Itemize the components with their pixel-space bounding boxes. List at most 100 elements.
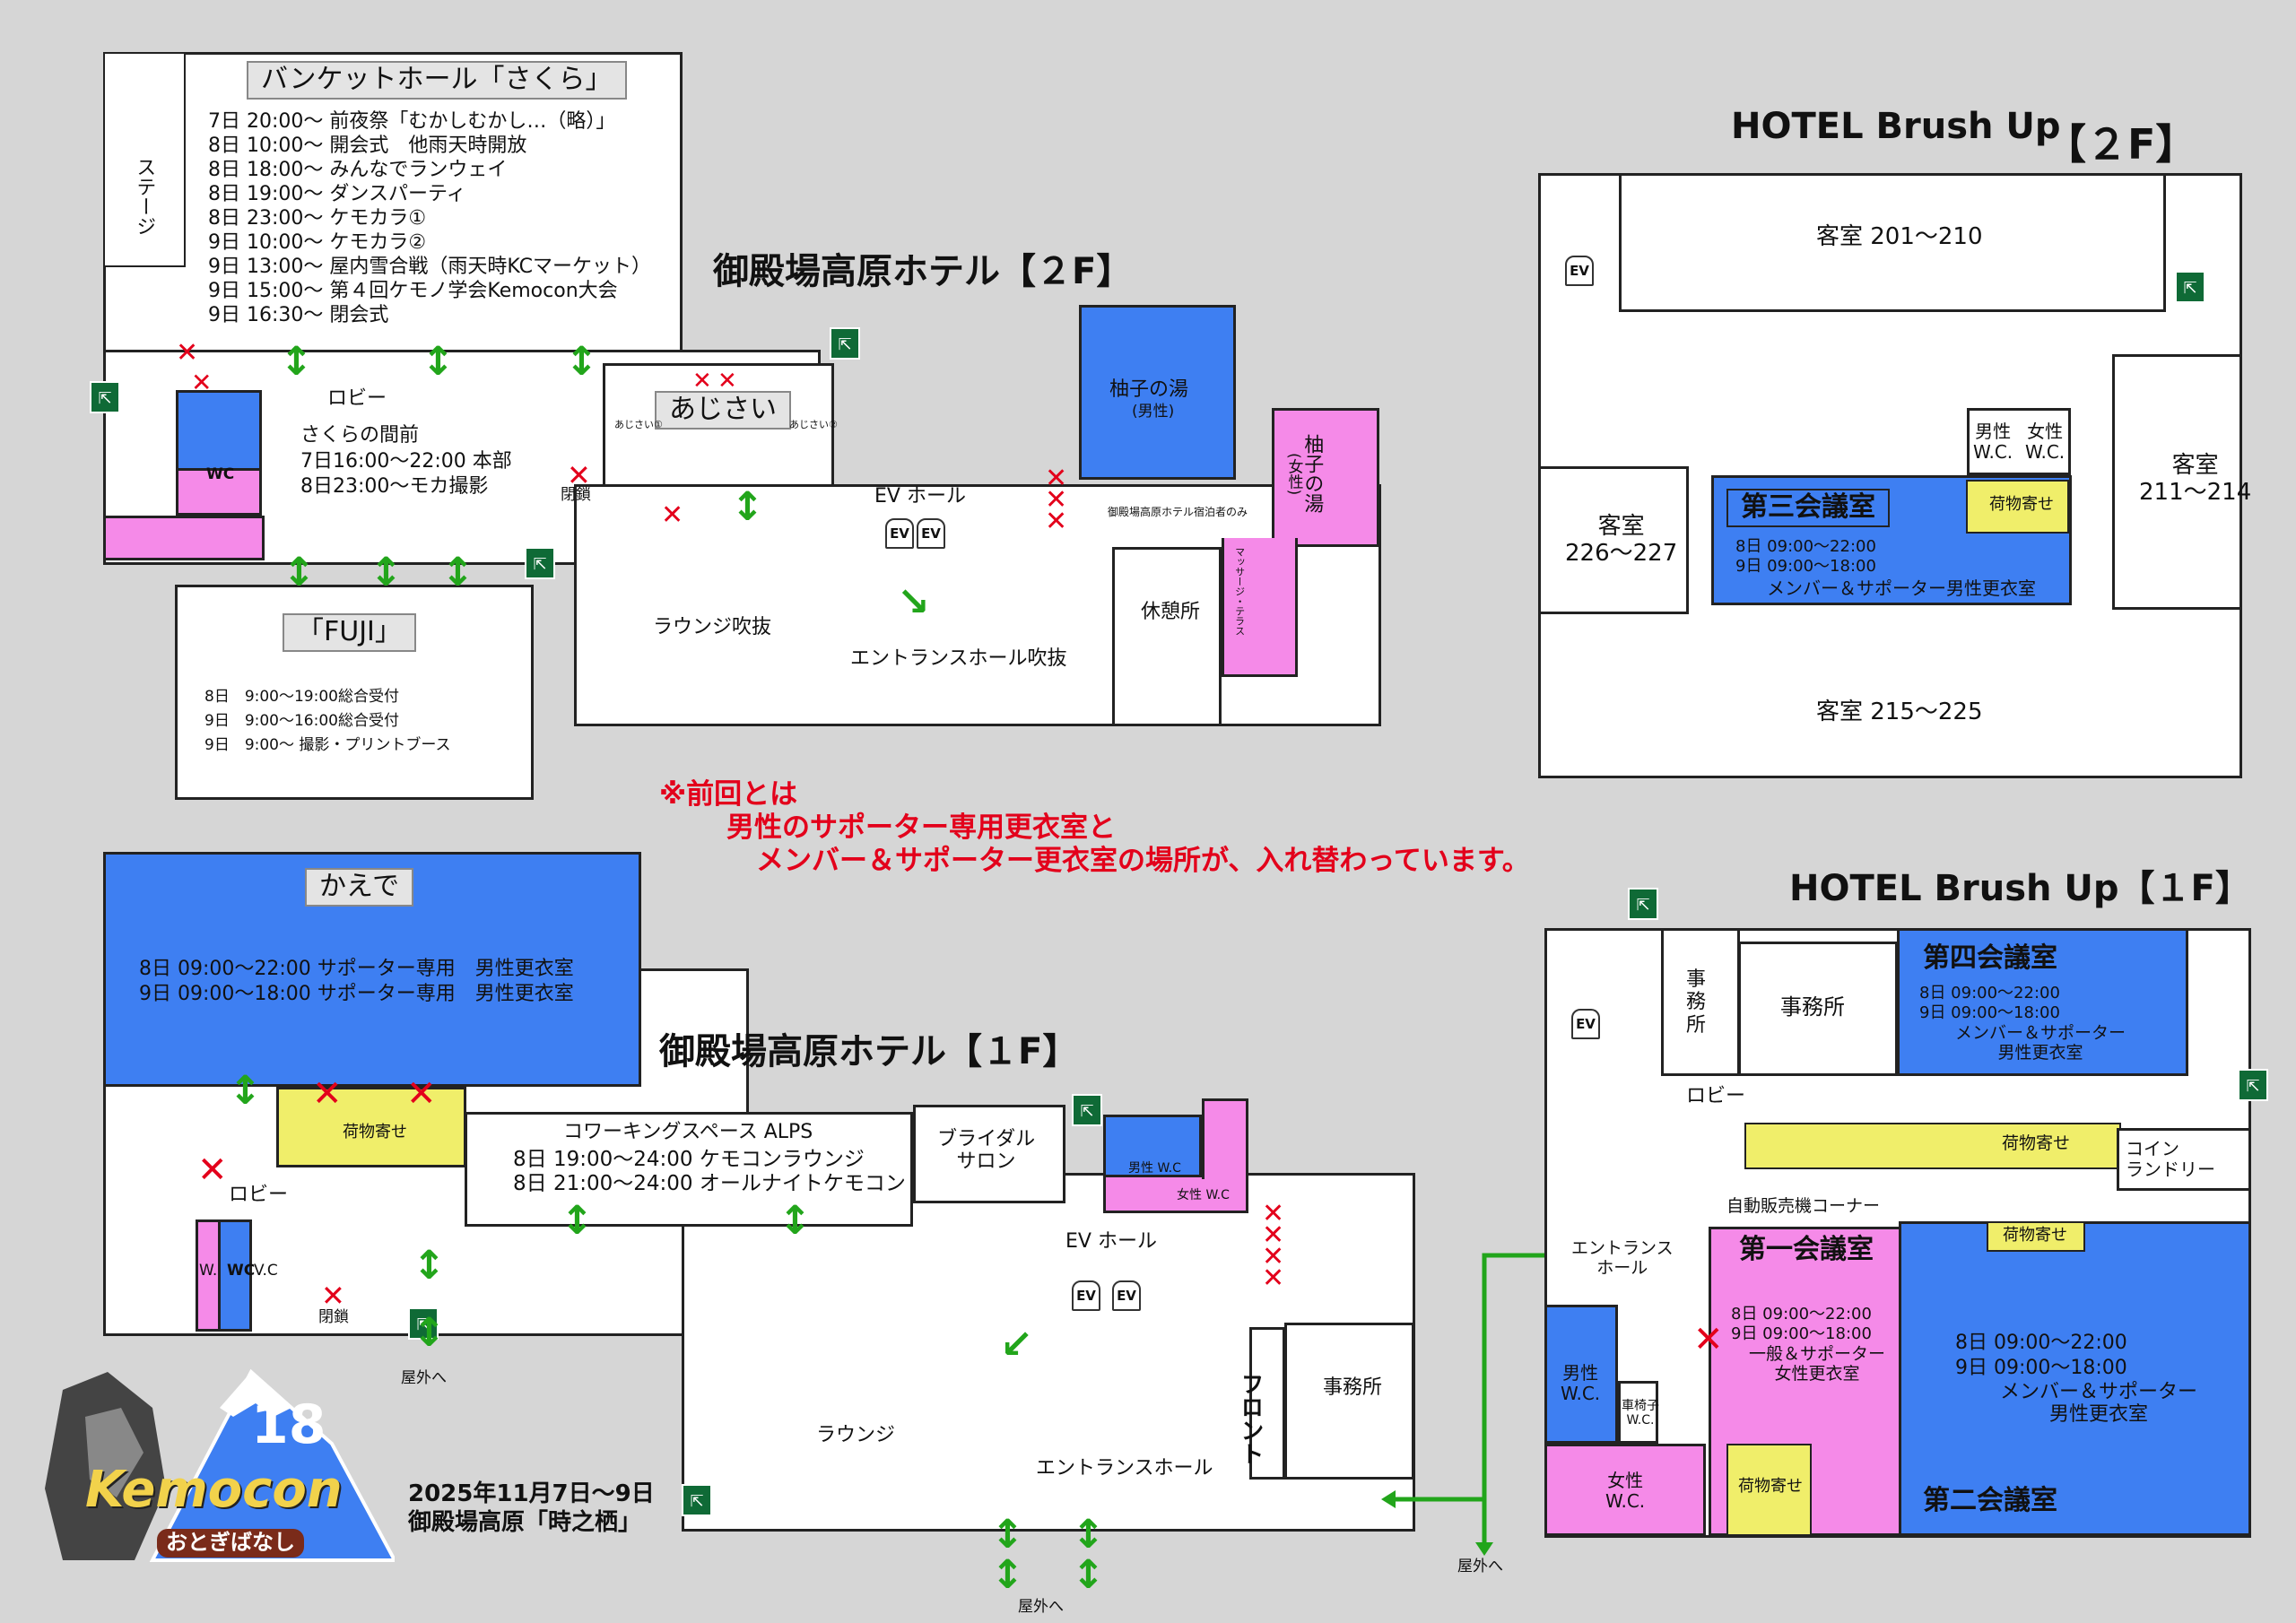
conf2-usage: メンバー＆サポーター 男性更衣室 [2000,1381,2198,1427]
brushup-outside-label: 屋外へ [1457,1558,1503,1575]
coworking-line-2: 8日 21:00～24:00 オールナイトケモコン [513,1172,906,1195]
closed-x-mark: ✕ [176,337,199,369]
office-1f-room [1738,942,1898,1076]
brushup-2f-male-wc: 男性 W.C. [1973,421,2013,463]
brushup-1f-luggage-label: 荷物寄せ [2002,1133,2071,1153]
sakura-label: バンケットホール「さくら」 [247,61,627,100]
exit-sign: ⇱ [1628,888,1658,920]
closed-x-mark: ✕ [191,368,213,397]
schedule-item: 9日 10:00～ ケモカラ② [208,231,427,254]
connector-path [1381,1246,1561,1556]
male-wc-brushup [1544,1305,1618,1444]
closed-x-mark: ✕ [312,1073,343,1115]
room-211-214 [2112,354,2242,610]
schedule-item: 7日 20:00～ 前夜祭「むかしむかし…（略）」 [208,110,616,133]
schedule-item: 9日 13:00～ 屋内雪合戦（雨天時KCマーケット） [208,256,651,278]
female-wc-1f [1103,1177,1248,1213]
door-arrow: ↕ [565,339,598,385]
gotemba-1f-title: 御殿場高原ホテル【１F】 [659,1031,1079,1072]
kaede-line-2: 9日 09:00～18:00 サポーター専用 男性更衣室 [139,983,574,1005]
logo-number: 18 [251,1393,326,1456]
coin-laundry-label: コイン ランドリー [2126,1138,2215,1180]
closed-2f-label: 閉鎖 [561,486,591,504]
closed-x-mark: ✕ [406,1073,437,1115]
door-arrow: ↕ [561,1198,594,1244]
coworking-alps [465,1112,913,1227]
gotemba-2f-title: 御殿場高原ホテル【２F】 [713,251,1133,292]
luggage-1f [276,1087,466,1167]
schedule-item: 8日 19:00～ ダンスパーティ [208,183,466,205]
stage [103,52,186,267]
lounge-label: ラウンジ [816,1424,896,1446]
brushup-male-wc: 男性 W.C. [1561,1362,1601,1404]
lobby-2f-label: ロビー [327,387,387,410]
notice-line-3: メンバー＆サポーター更衣室の場所が、入れ替わっています。 [756,845,1530,877]
exit-sign: ⇱ [408,1307,439,1340]
exit-sign: ⇱ [830,327,860,360]
ajisai-label: あじさい [655,391,791,430]
door-arrow: ↕ [1072,1512,1105,1558]
exit-sign: ⇱ [90,381,120,413]
kemocon-logo: 18 Kemocon おとぎばなし [36,1354,398,1578]
brushup-2f-floor: 【２F】 [2045,120,2197,169]
coin-laundry [2117,1128,2251,1191]
conf3-line-1: 8日 09:00～22:00 [1735,537,1876,556]
ev-1f-1: EV [1072,1280,1100,1311]
conf3-usage: メンバー＆サポーター男性更衣室 [1767,577,2036,599]
schedule-item: 9日 16:30～ 閉会式 [208,304,389,326]
outside-1f-label-1: 屋外へ [401,1369,447,1387]
exit-sign: ⇱ [1072,1094,1102,1126]
closed-x-mark: ✕ [718,368,737,395]
room-201-210 [1619,173,2166,312]
lobby-2f-name: さくらの間前 [300,424,420,447]
closed-x-mark: ✕ [321,1279,345,1313]
office-vertical-label: 事 務 所 [1686,968,1707,1037]
conf1-line-1: 8日 09:00～22:00 [1731,1305,1872,1324]
conf4-line-1: 8日 09:00～22:00 [1919,984,2060,1002]
conf2-label: 第二会議室 [1910,1484,2070,1519]
wc-1f-blue [218,1219,252,1332]
kaede-line-1: 8日 09:00～22:00 サポーター専用 男性更衣室 [139,958,574,980]
closed-x-mark: ✕✕✕✕ [1262,1198,1285,1294]
yuzu-male-sub: (男性) [1132,403,1175,421]
door-arrow: ↕ [731,484,764,530]
notice-line-1: ※前回とは [659,778,798,811]
stairs-arrow: ↙ [1000,1322,1033,1367]
conf4-line-2: 9日 09:00～18:00 [1919,1003,2060,1022]
sakura-schedule: 7日 20:00～ 前夜祭「むかしむかし…（略）」 8日 10:00～ 開会式 … [208,109,651,327]
door-arrow: ↕ [229,1068,262,1114]
sakura-hall [103,52,683,357]
door-arrow: ↕ [422,339,455,385]
event-dates: 2025年11月7日～9日 [408,1480,655,1507]
wc-1f-c: V.C [254,1262,278,1280]
door-arrow: ↕ [283,550,316,595]
front-desk [1249,1327,1285,1480]
exit-sign: ⇱ [682,1484,712,1516]
door-arrow: ↕ [441,550,474,595]
massage-label: マッサージ・テラス [1233,547,1246,636]
conf1-label: 第一会議室 [1726,1233,1886,1268]
kaede-label: かえで [305,868,414,907]
conf1-luggage-label: 荷物寄せ [1738,1477,1803,1496]
yuzu-male-title: 柚子の湯 [1109,378,1189,401]
ev-hall-1f-label: EV ホール [1065,1230,1157,1253]
door-arrow: ↕ [413,1243,446,1289]
room-211-label: 客室 211～214 [2139,452,2252,506]
closed-x-mark: ✕ [197,1150,228,1191]
door-arrow: ↕ [370,550,403,595]
door-arrow: ↕ [280,339,313,385]
closed-1f-label: 閉鎖 [318,1308,349,1326]
exit-sign: ⇱ [525,547,555,579]
conf3-label: 第三会議室 [1726,489,1890,527]
wheelchair-wc-label: 車椅子 W.C. [1622,1399,1659,1428]
brushup-2f-wc [1967,408,2071,475]
brushup-2f-ev: EV [1565,256,1594,286]
rest-area-label: 休憩所 [1141,601,1201,623]
conf3-tag: 荷物寄せ [1989,495,2054,514]
brushup-entrance-label: エントランス ホール [1571,1238,1674,1278]
office-1f [1284,1323,1414,1480]
lobby-2f-line-2: 8日23:00～モカ撮影 [300,475,489,498]
lounge-void-label: ラウンジ吹抜 [653,616,772,638]
office-1f-label: 事務所 [1323,1376,1383,1399]
ev-hall-2f-label: EV ホール [874,485,966,508]
